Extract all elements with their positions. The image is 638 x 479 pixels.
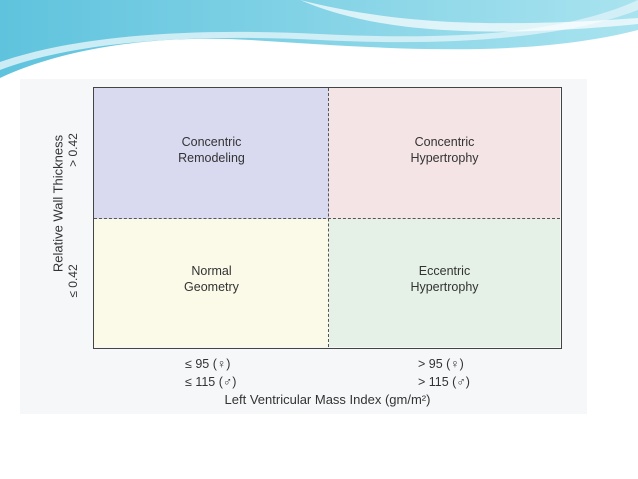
header-swoosh-decoration [0,0,638,80]
x-tick-right-male: > 115 (♂) [418,373,470,391]
horizontal-dashed-divider [94,218,560,219]
quadrant-normal-geometry: Normal Geometry [94,219,329,347]
y-tick-high: > 0.42 [66,120,80,180]
x-tick-left-male: ≤ 115 (♂) [185,373,236,391]
lv-geometry-grid: Concentric Remodeling Concentric Hypertr… [93,87,562,349]
quadrant-concentric-hypertrophy: Concentric Hypertrophy [329,88,560,219]
quadrant-concentric-remodeling: Concentric Remodeling [94,88,329,219]
x-tick-left-female: ≤ 95 (♀) [185,355,236,373]
x-tick-right: > 95 (♀) > 115 (♂) [418,355,470,391]
x-tick-left: ≤ 95 (♀) ≤ 115 (♂) [185,355,236,391]
quadrant-eccentric-hypertrophy: Eccentric Hypertrophy [329,219,560,347]
x-tick-right-female: > 95 (♀) [418,355,470,373]
x-axis-label: Left Ventricular Mass Index (gm/m²) [93,392,562,407]
y-axis-label: Relative Wall Thickness [51,134,66,274]
y-tick-low: ≤ 0.42 [66,251,80,311]
